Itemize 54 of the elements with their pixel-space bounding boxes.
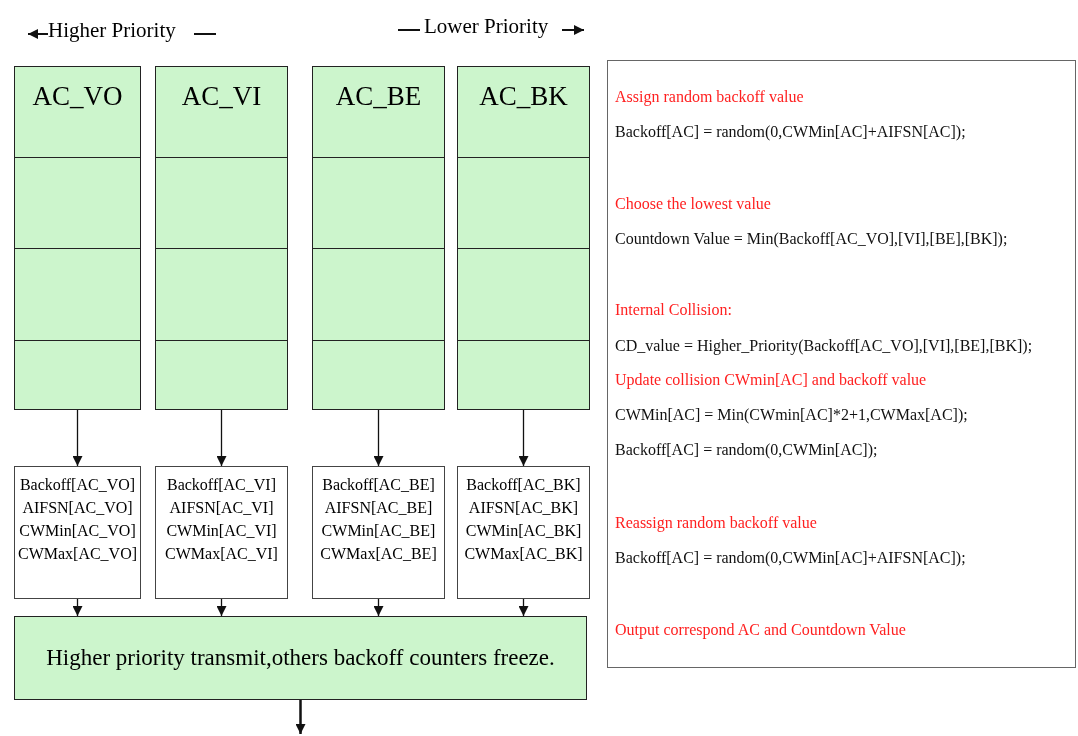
parameter-box: [14, 466, 141, 599]
parameter-text: AIFSN[AC_VI]: [168, 498, 275, 518]
step-heading: Output correspond AC and Countdown Value: [615, 621, 906, 639]
code-line: CD_value = Higher_Priority(Backoff[AC_VO],[VI],[BE],[BK]);: [615, 337, 1033, 355]
step-heading: Assign random backoff value: [615, 88, 804, 106]
parameter-text: Backoff[AC_BE]: [321, 475, 436, 495]
arrow: [216, 598, 227, 617]
queue-column: [312, 66, 445, 410]
queue-column: [155, 66, 288, 410]
parameter-text: CWMax[AC_VI]: [164, 544, 279, 564]
parameter-text: CWMin[AC_BE]: [320, 521, 437, 541]
arrow: [518, 598, 529, 617]
code-line: Backoff[AC] = random(0,CWMin[AC]+AIFSN[AC]);: [615, 123, 966, 141]
step-heading: Internal Collision:: [615, 301, 732, 319]
priority-label: Higher Priority: [48, 18, 176, 43]
priority-label: Lower Priority: [424, 14, 549, 39]
parameter-text: Backoff[AC_BK]: [465, 475, 582, 495]
parameter-text: CWMax[AC_BK]: [463, 544, 584, 564]
parameter-text: CWMax[AC_BE]: [319, 544, 438, 564]
parameter-text: CWMin[AC_BK]: [464, 521, 583, 541]
parameter-text: CWMin[AC_VI]: [165, 521, 278, 541]
step-heading: Choose the lowest value: [615, 195, 771, 213]
queue-label: AC_BK: [478, 81, 569, 112]
arrow: [373, 598, 384, 617]
parameter-text: Backoff[AC_VI]: [166, 475, 277, 495]
code-line: Countdown Value = Min(Backoff[AC_VO],[VI],[BE],[BK]);: [615, 230, 1008, 248]
arrow: [373, 409, 384, 467]
arrow: [216, 409, 227, 467]
code-line: Backoff[AC] = random(0,CWMin[AC]+AIFSN[AC]);: [615, 549, 966, 567]
arrow: [518, 409, 529, 467]
arrow: [72, 409, 83, 467]
parameter-box: [312, 466, 445, 599]
parameter-text: AIFSN[AC_VO]: [21, 498, 134, 518]
parameter-text: Backoff[AC_VO]: [18, 475, 137, 495]
step-heading: Update collision CWmin[AC] and backoff value: [615, 371, 927, 389]
box-text: Higher priority transmit,others backoff counters freeze.: [46, 645, 555, 671]
parameter-text: AIFSN[AC_BK]: [467, 498, 580, 518]
code-line: CWMin[AC] = Min(CWmin[AC]*2+1,CWMax[AC]);: [615, 406, 968, 424]
transmit-box: [14, 616, 587, 700]
algorithm-panel: [607, 60, 1076, 668]
code-line: Backoff[AC] = random(0,CWMin[AC]);: [615, 441, 878, 459]
queue-label: AC_VI: [180, 81, 263, 112]
arrow: [72, 598, 83, 617]
parameter-box: [457, 466, 590, 599]
arrow: [295, 700, 306, 734]
parameter-text: CWMin[AC_VO]: [18, 521, 137, 541]
parameter-text: CWMax[AC_VO]: [16, 544, 139, 564]
queue-label: AC_BE: [334, 81, 423, 112]
queue-column: [14, 66, 141, 410]
parameter-box: [155, 466, 288, 599]
step-heading: Reassign random backoff value: [615, 514, 817, 532]
queue-column: [457, 66, 590, 410]
queue-label: AC_VO: [31, 81, 124, 112]
parameter-text: AIFSN[AC_BE]: [323, 498, 434, 518]
